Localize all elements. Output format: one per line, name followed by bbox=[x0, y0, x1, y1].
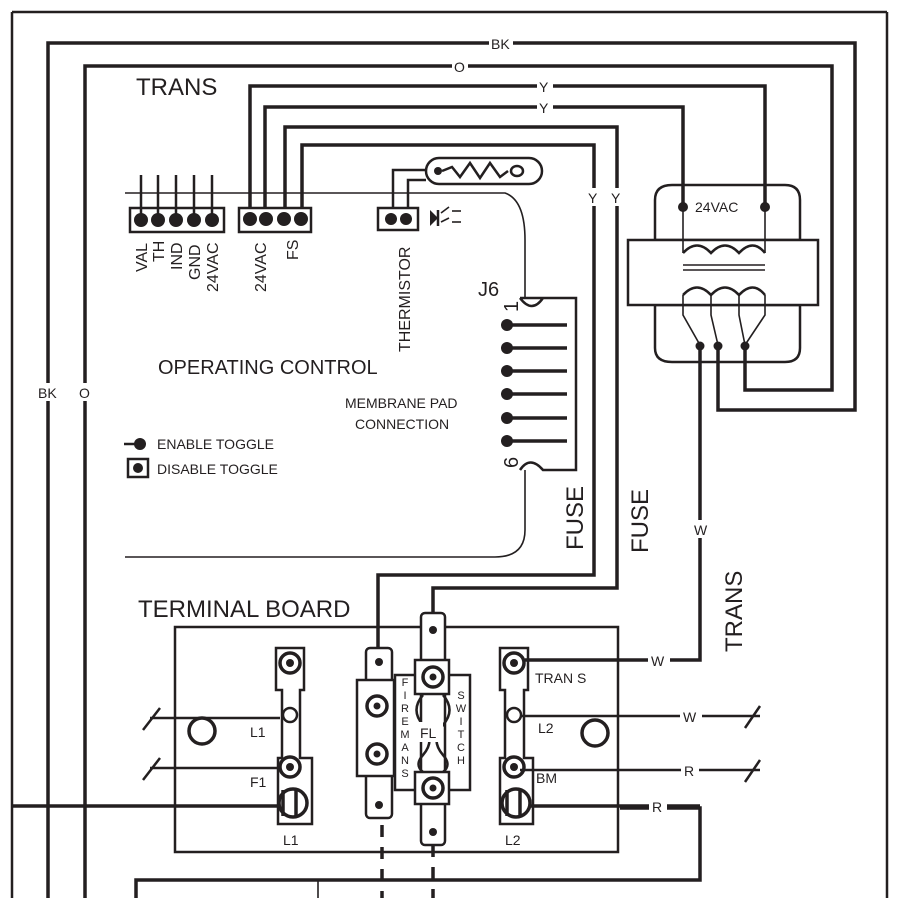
wire-bm-r: R bbox=[520, 759, 762, 783]
svg-text:F: F bbox=[402, 677, 409, 689]
wire-l2-w: W bbox=[520, 705, 762, 729]
svg-text:A: A bbox=[401, 742, 409, 754]
firemans-vertical-label: F I R E M A N S bbox=[400, 677, 409, 780]
membrane-pad-label: MEMBRANE PAD bbox=[345, 395, 458, 411]
firemans-switch-body: FL bbox=[393, 611, 472, 847]
terminal-l1-top: L1 bbox=[250, 724, 266, 740]
terminal-bm: BM bbox=[536, 770, 557, 786]
svg-text:I: I bbox=[459, 716, 462, 728]
svg-text:I: I bbox=[403, 690, 406, 702]
wire-o bbox=[83, 64, 834, 898]
wire-label-y-v1: Y bbox=[588, 190, 598, 206]
trans-top-label: TRANS bbox=[136, 74, 217, 101]
switch-vertical-label: S W I T C H bbox=[456, 690, 467, 767]
fuse-label-left: FUSE bbox=[562, 486, 589, 550]
thermistor-icon bbox=[424, 156, 544, 186]
pin-label-val: VAL bbox=[134, 243, 151, 272]
j6-pin6-label: 6 bbox=[501, 457, 523, 468]
wire-trans-w: W bbox=[525, 651, 670, 669]
terminal-board bbox=[173, 625, 620, 854]
pin-label-24vac-mid: 24VAC bbox=[253, 242, 270, 292]
wire-label-o-top: O bbox=[454, 59, 465, 75]
wire-label-y-top2: Y bbox=[539, 100, 549, 116]
svg-text:S: S bbox=[457, 690, 464, 702]
wire-label-y-top1: Y bbox=[539, 79, 549, 95]
terminal-l1-bottom: L1 bbox=[283, 832, 299, 848]
pin-label-gnd: GND bbox=[187, 244, 204, 280]
transformer: 24VAC bbox=[626, 183, 820, 364]
pin-header-mid bbox=[237, 206, 313, 234]
wire-label-bk-top: BK bbox=[491, 36, 510, 52]
wire-f1-left bbox=[142, 757, 280, 781]
svg-text:E: E bbox=[401, 716, 408, 728]
svg-text:M: M bbox=[400, 729, 409, 741]
mount-hole-left bbox=[187, 716, 217, 746]
svg-text:C: C bbox=[457, 742, 465, 754]
svg-text:S: S bbox=[401, 768, 408, 780]
pin-labels-left: VAL TH IND GND 24VAC bbox=[134, 241, 222, 292]
wire-bottom-lower bbox=[134, 806, 702, 898]
pin-label-24vac: 24VAC bbox=[205, 242, 222, 292]
j6-label: J6 bbox=[478, 279, 499, 301]
wire-24vac-fuse bbox=[283, 125, 619, 620]
wire-label-w-l2: W bbox=[683, 709, 697, 725]
pin-label-ind: IND bbox=[169, 242, 186, 270]
wire-bk bbox=[46, 41, 857, 898]
pin-label-fs: FS bbox=[285, 240, 302, 260]
svg-text:W: W bbox=[456, 703, 467, 715]
wire-l1-left bbox=[142, 707, 280, 731]
wire-label-o-left: O bbox=[79, 385, 90, 401]
membrane-pad-connection-label: CONNECTION bbox=[355, 416, 449, 432]
wire-y-inner bbox=[263, 105, 685, 208]
terminal-l2-top: L2 bbox=[538, 720, 554, 736]
wire-w bbox=[620, 346, 702, 662]
fl-label: FL bbox=[420, 725, 437, 741]
terminal-l2-bottom: L2 bbox=[505, 832, 521, 848]
led-icon bbox=[430, 206, 461, 226]
wire-label-r-bm: R bbox=[684, 763, 694, 779]
fuse-label-right: FUSE bbox=[627, 489, 654, 553]
terminal-trans: TRAN S bbox=[535, 670, 586, 686]
enable-toggle-label: ENABLE TOGGLE bbox=[157, 436, 274, 452]
wire-label-w-trans: W bbox=[651, 653, 665, 669]
disable-toggle-legend: DISABLE TOGGLE bbox=[126, 457, 278, 479]
j6-connector bbox=[518, 296, 578, 472]
wire-label-y-v2: Y bbox=[611, 190, 621, 206]
svg-text:H: H bbox=[457, 755, 465, 767]
wire-fs-fuse bbox=[300, 143, 596, 650]
control-board-outline-bottom bbox=[125, 470, 526, 558]
wire-labels: BK O Y Y Y Y BK O W bbox=[36, 34, 710, 538]
thermistor-connector bbox=[376, 168, 426, 232]
firemans-switch-left-terminal bbox=[355, 646, 396, 820]
pin-label-th: TH bbox=[151, 241, 168, 262]
transformer-24vac-label: 24VAC bbox=[695, 199, 738, 215]
operating-control-label: OPERATING CONTROL bbox=[158, 357, 378, 379]
svg-text:T: T bbox=[458, 729, 465, 741]
wire-label-w-mid: W bbox=[694, 522, 708, 538]
pin-header-left bbox=[128, 175, 226, 234]
j6-pins bbox=[501, 319, 567, 447]
j6-pin1-label: 1 bbox=[501, 301, 523, 312]
mount-hole-right bbox=[580, 718, 610, 748]
terminal-strip-l1 bbox=[274, 646, 314, 826]
terminal-strip-l2 bbox=[498, 646, 535, 826]
enable-toggle-legend: ENABLE TOGGLE bbox=[124, 436, 274, 452]
svg-text:N: N bbox=[401, 755, 409, 767]
terminal-f1: F1 bbox=[250, 774, 267, 790]
disable-toggle-label: DISABLE TOGGLE bbox=[157, 461, 278, 477]
wire-label-bk-left: BK bbox=[38, 385, 57, 401]
terminal-board-label: TERMINAL BOARD bbox=[138, 596, 350, 623]
control-board-outline-top bbox=[125, 192, 526, 298]
trans-side-label: TRANS bbox=[721, 571, 748, 652]
wire-y-outer bbox=[248, 84, 767, 208]
wire-label-r-l2: R bbox=[652, 799, 662, 815]
svg-text:R: R bbox=[401, 703, 409, 715]
thermistor-label: THERMISTOR bbox=[397, 247, 414, 352]
wire-l2-r: R bbox=[530, 797, 700, 815]
pin-labels-mid: 24VAC FS bbox=[253, 240, 302, 292]
